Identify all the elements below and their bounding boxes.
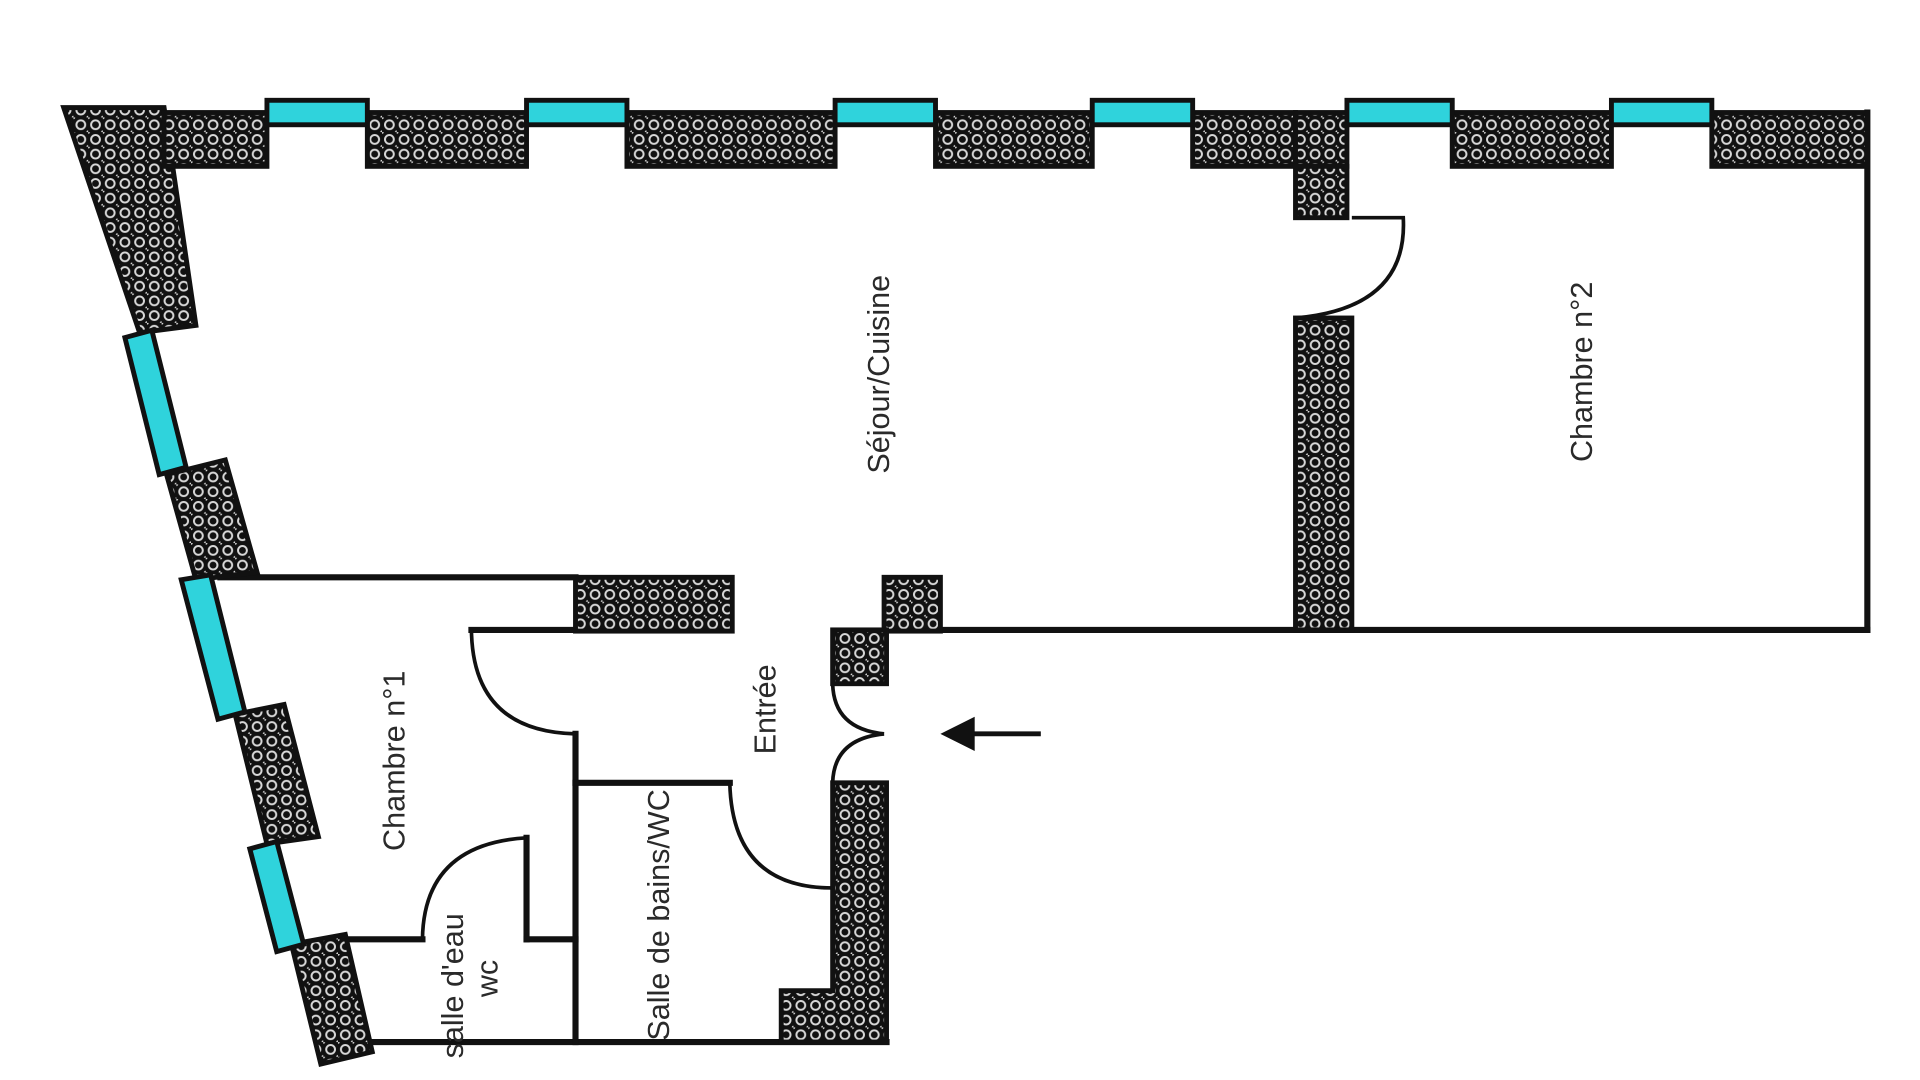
- windows: [121, 97, 1715, 955]
- masonry-partition: [1293, 315, 1355, 633]
- masonry-top-1: [161, 110, 270, 169]
- masonry-top-2: [364, 110, 529, 169]
- window-left-2: [178, 572, 248, 723]
- window-top-4: [1089, 97, 1196, 128]
- entrance-arrow-head: [940, 716, 975, 751]
- door-chambre2: [1295, 215, 1406, 320]
- window-top-3: [832, 97, 938, 128]
- door-salle-eau: [420, 835, 527, 940]
- masonry-top-5: [1190, 110, 1298, 169]
- masonry-partition-stub: [1293, 163, 1350, 221]
- window-top-6: [1608, 97, 1715, 128]
- masonry-top-3: [624, 110, 838, 169]
- masonry-left-2: [232, 701, 322, 847]
- masonry-top-7: [1449, 110, 1614, 169]
- masonry-entry-left: [830, 627, 889, 687]
- masonry-top-6: [1293, 110, 1350, 169]
- door-chambre1: [469, 629, 576, 736]
- window-top-5: [1344, 97, 1455, 128]
- masonry-entry-wall-lower: [778, 780, 889, 1045]
- masonry-left-1: [163, 456, 261, 583]
- wall-lines: [217, 109, 1871, 1046]
- window-top-2: [524, 97, 630, 128]
- label-salle-eau: salle d'eau: [436, 913, 470, 1058]
- masonry-top-8: [1709, 110, 1870, 169]
- masonry-chambre1-top: [573, 574, 735, 634]
- door-salle-de-bains: [727, 782, 833, 890]
- label-sejour-cuisine: Séjour/Cuisine: [862, 275, 896, 474]
- entrance-arrow: [940, 716, 1041, 751]
- window-left-3: [246, 838, 307, 955]
- masonry-left-3: [288, 931, 376, 1068]
- window-left-1: [121, 327, 190, 478]
- window-top-1: [264, 97, 370, 128]
- masonry-walls: [60, 105, 1870, 1068]
- door-swings: [420, 215, 1406, 940]
- door-entree-upper: [830, 683, 885, 736]
- label-salle-eau-wc: wc: [470, 960, 504, 998]
- label-entree: Entrée: [748, 664, 782, 754]
- door-entree-lower: [830, 732, 885, 783]
- masonry-entry-top: [881, 574, 943, 634]
- label-chambre-1: Chambre n°1: [377, 671, 411, 851]
- masonry-top-4: [933, 110, 1095, 169]
- label-salle-de-bains: Salle de bains/WC: [642, 789, 676, 1040]
- label-chambre-2: Chambre n°2: [1565, 282, 1599, 462]
